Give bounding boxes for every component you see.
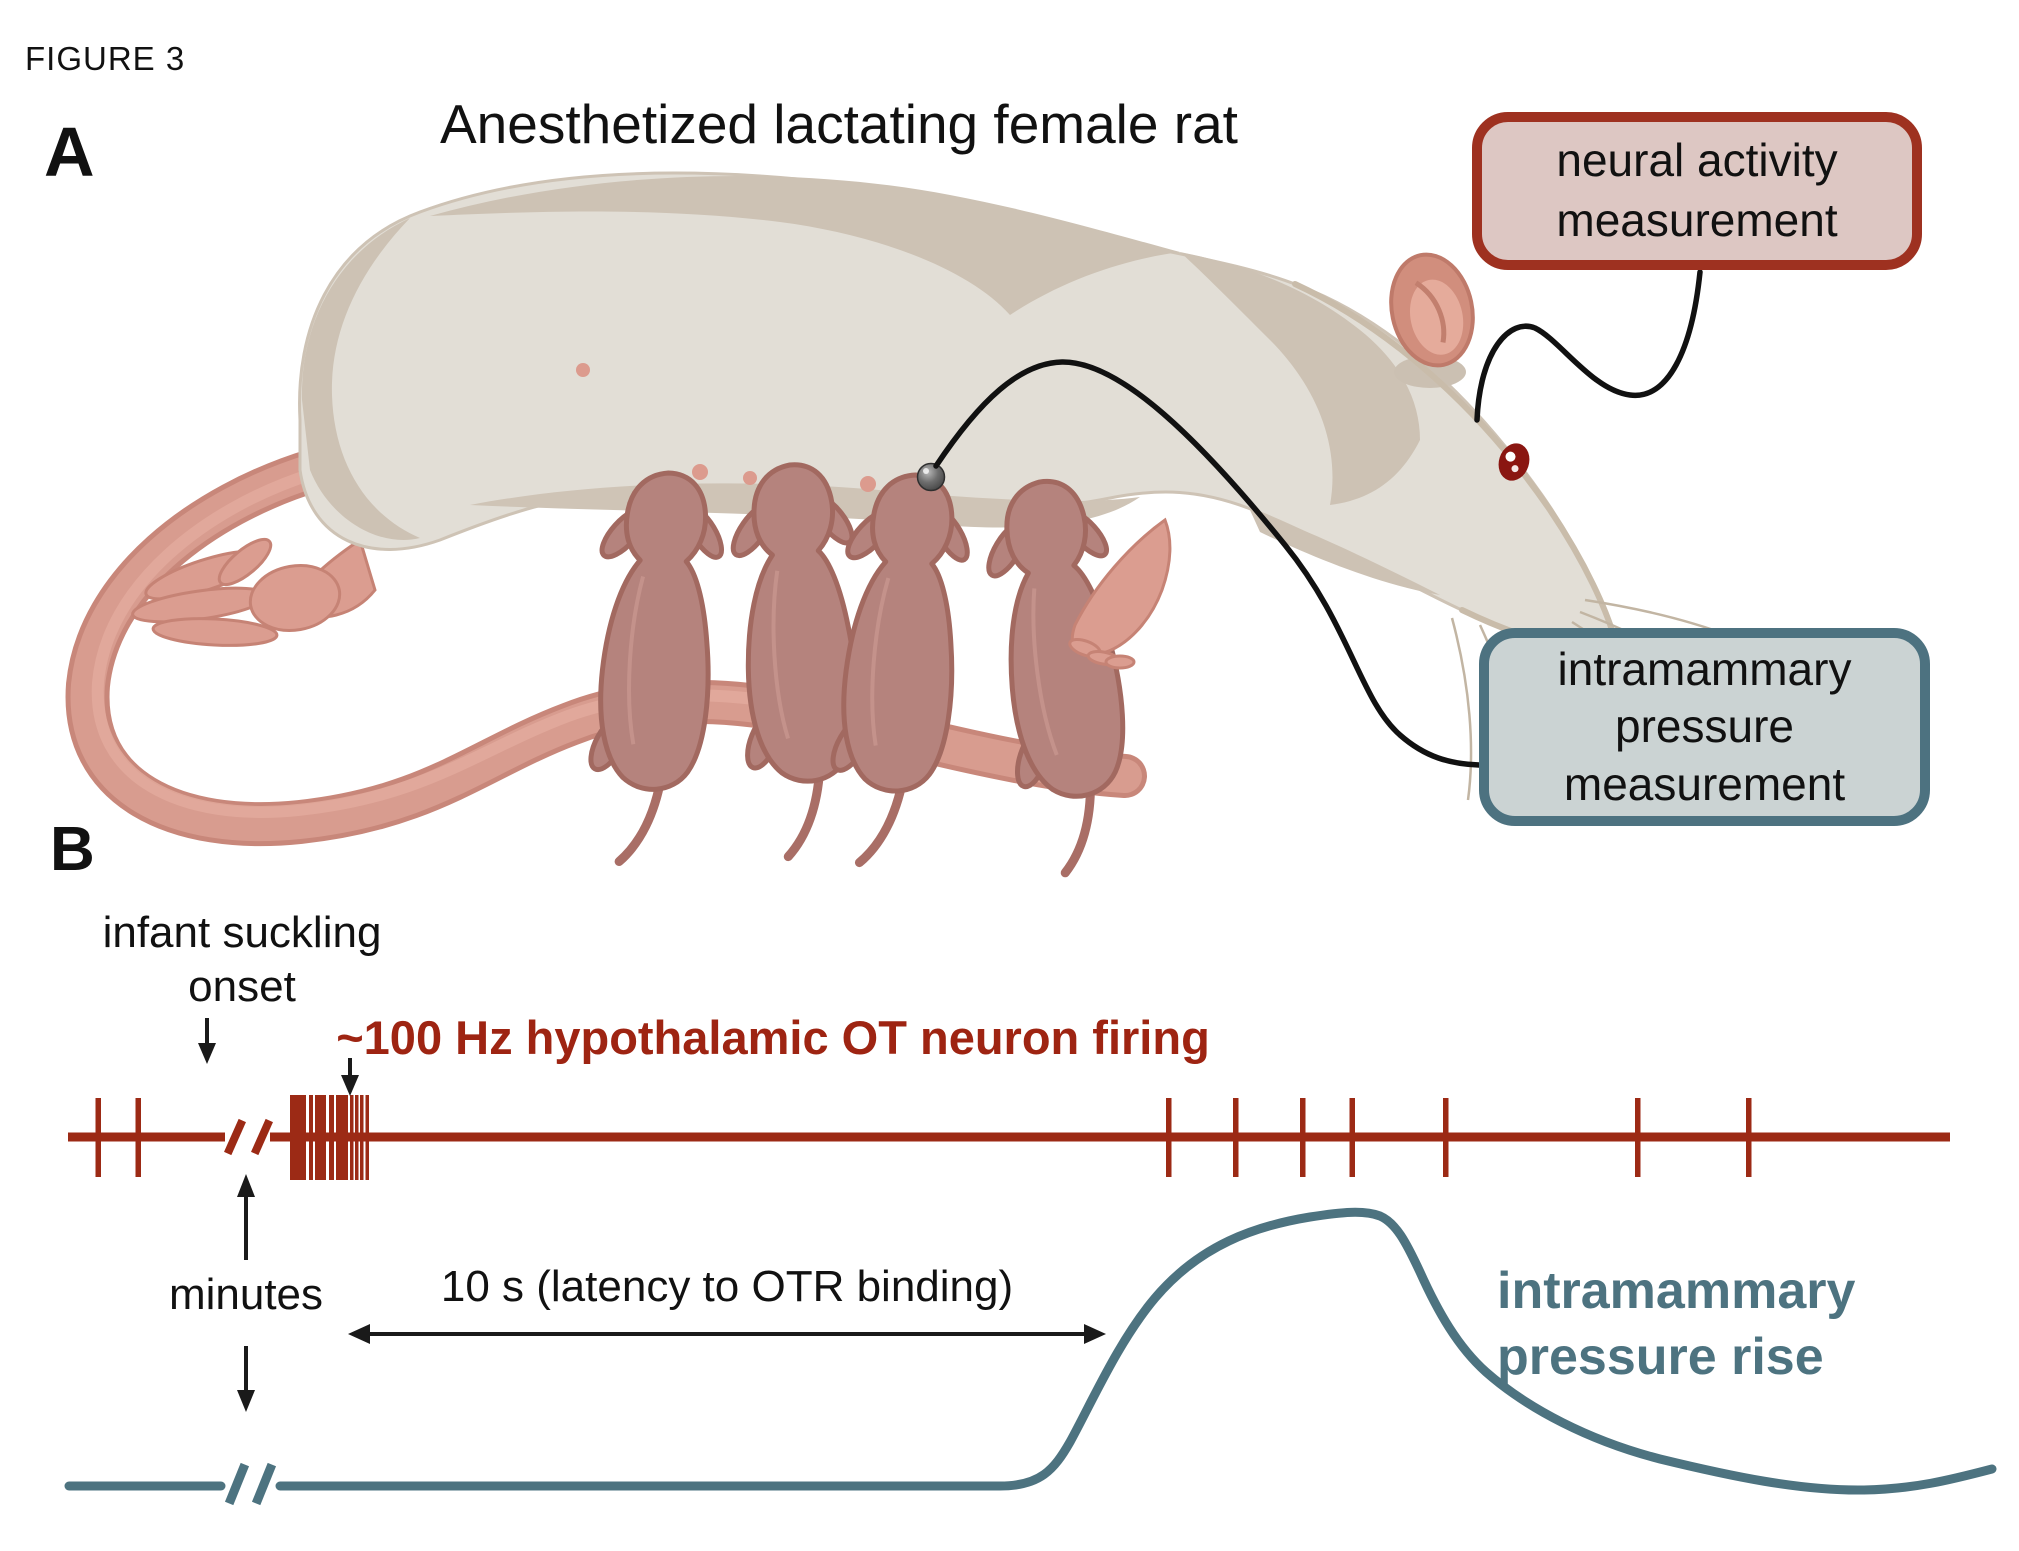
time-break-red [224, 1118, 246, 1156]
rat-illustration [65, 171, 1746, 879]
pressure-measurement-wire [933, 359, 1482, 768]
annotation-arrows [198, 1018, 1106, 1412]
pressure-sensor-dot [916, 462, 946, 492]
suckling-onset-line2: onset [188, 961, 296, 1011]
pressure-rise-line1: intramammary [1497, 1262, 1856, 1320]
panel-a-title: Anesthetized lactating female rat [440, 93, 1238, 155]
neural-measurement-wire [1474, 269, 1703, 423]
burst-pointer-arrow [341, 1058, 359, 1096]
pressure-callout-line2: pressure [1615, 700, 1794, 753]
pressure-callout-line3: measurement [1563, 757, 1846, 810]
panel-b-label: B [50, 815, 95, 884]
pressure-rise-line2: pressure rise [1497, 1328, 1824, 1387]
minutes-label: minutes [168, 1270, 324, 1319]
figure-label: FIGURE 3 [25, 40, 186, 77]
ot-spike-train [68, 1095, 1950, 1180]
pressure-measurement-callout: intramammary pressure measurement [1479, 628, 1930, 826]
suckling-onset-line1: infant suckling [102, 908, 382, 957]
minutes-up-arrow [237, 1174, 255, 1260]
pressure-rise-label: intramammary pressure rise [1497, 1258, 1855, 1390]
latency-double-arrow [348, 1324, 1106, 1344]
spike-burst [290, 1095, 369, 1180]
minutes-down-arrow [237, 1346, 255, 1412]
time-break-teal [224, 1462, 277, 1506]
latency-label: 10 s (latency to OTR binding) [440, 1262, 1014, 1311]
pup-4 [972, 474, 1152, 878]
pressure-callout-line1: intramammary [1557, 642, 1852, 695]
pressure-trace [64, 1207, 1997, 1506]
neural-callout-line1: neural activity [1556, 134, 1838, 187]
rat-ear [1389, 252, 1475, 368]
suckling-onset-label: infant suckling onset [103, 906, 382, 1013]
pup-1 [573, 468, 733, 867]
suckling-onset-arrow [198, 1018, 216, 1064]
rat-hind-foot [131, 537, 377, 647]
neural-callout-line2: measurement [1556, 194, 1838, 246]
neural-activity-callout: neural activity measurement [1472, 112, 1922, 270]
pressure-curve [275, 1207, 1997, 1495]
ot-firing-label: ~100 Hz hypothalamic OT neuron firing [336, 1011, 1210, 1064]
rat-pups [573, 462, 1151, 879]
panel-a-label: A [44, 113, 95, 191]
rat-front-paw [1068, 517, 1172, 670]
rat-eye [1498, 443, 1530, 481]
